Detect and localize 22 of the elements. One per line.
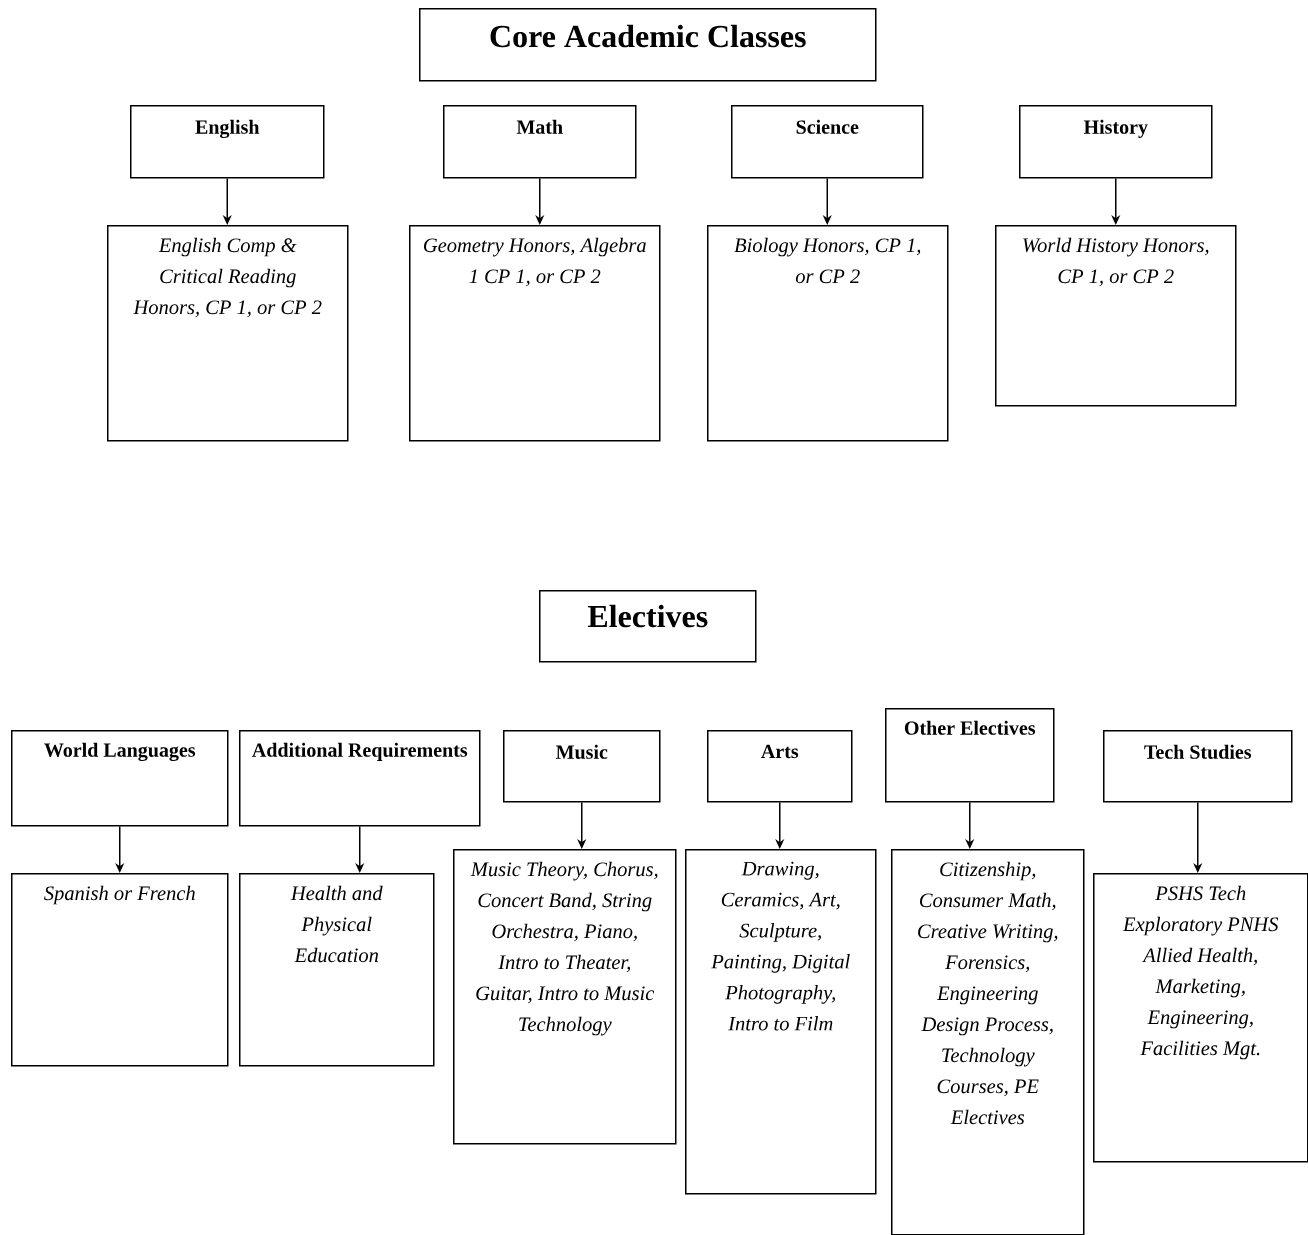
section-title-box: Core Academic Classes — [419, 8, 877, 82]
subject-box: Arts — [707, 730, 853, 803]
subject-box: Math — [443, 105, 637, 179]
subject-box: World Languages — [11, 730, 229, 827]
course-box: Geometry Honors, Algebra 1 CP 1, or CP 2 — [409, 225, 661, 442]
course-box: Health and Physical Education — [239, 873, 435, 1067]
subject-box: Music — [503, 730, 661, 803]
course-box: Drawing, Ceramics, Art, Sculpture, Painting, Digital Photography, Intro to Film — [685, 849, 877, 1195]
course-box: English Comp & Critical Reading Honors, CP 1, or CP 2 — [107, 225, 349, 442]
subject-box: Other Electives — [885, 708, 1055, 803]
course-box: Spanish or French — [11, 873, 229, 1067]
subject-box: Science — [731, 105, 924, 179]
section-title-box: Electives — [539, 590, 757, 663]
course-box: Music Theory, Chorus, Concert Band, String Orchestra, Piano, Intro to Theater, Guitar, Intro to Music Technology — [453, 849, 677, 1145]
course-box: Biology Honors, CP 1, or CP 2 — [707, 225, 949, 442]
subject-box: Tech Studies — [1103, 730, 1293, 803]
subject-box: History — [1019, 105, 1213, 179]
subject-box: English — [130, 105, 325, 179]
course-box: PSHS Tech Exploratory PNHS Allied Health, Marketing, Engineering, Facilities Mgt. — [1093, 873, 1308, 1163]
course-box: World History Honors, CP 1, or CP 2 — [995, 225, 1237, 407]
course-box: Citizenship, Consumer Math, Creative Writing, Forensics, Engineering Design Process, Technology Courses, PE Electives — [891, 849, 1085, 1235]
subject-box: Additional Requirements — [239, 730, 481, 827]
